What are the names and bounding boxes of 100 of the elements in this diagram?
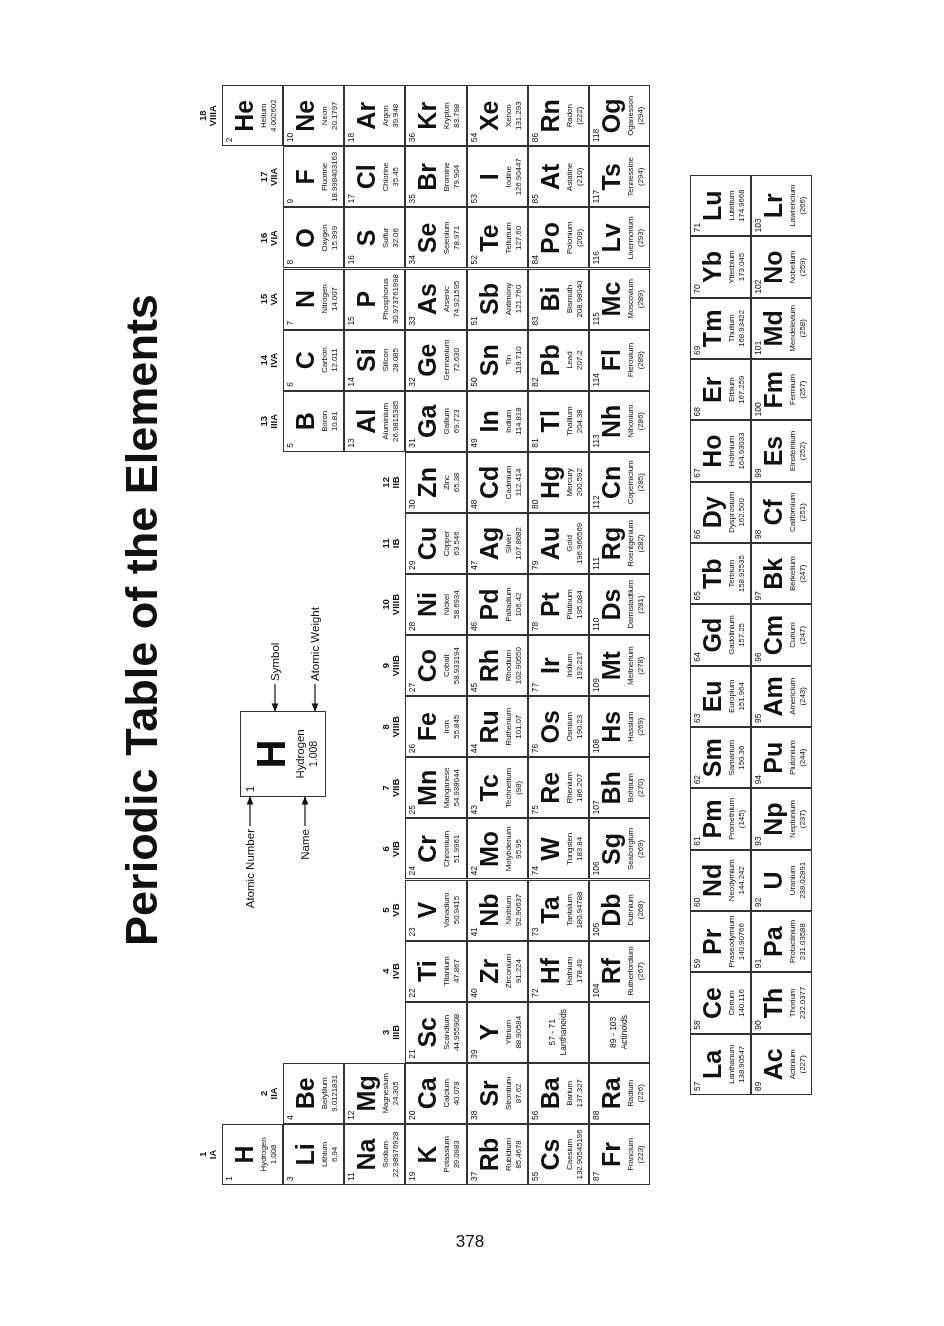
element-name: Niobium (504, 894, 513, 927)
element-cell (466, 1001, 528, 1063)
element-cell (690, 788, 751, 850)
element-cell (466, 696, 528, 758)
element-cell (690, 604, 751, 666)
element-cell (344, 85, 406, 147)
atomic-weight: 35.45 (392, 166, 401, 189)
element-cell (466, 879, 528, 941)
element-symbol: S (354, 228, 380, 249)
element-cell (751, 604, 812, 666)
element-name: Caesium (565, 1138, 574, 1172)
atomic-weight: 91.224 (514, 958, 523, 986)
group-label: VIIIB (391, 654, 402, 679)
element-name: Rhenium (565, 771, 574, 806)
atomic-number: 105 (591, 922, 601, 937)
element-name: Einsteinium (789, 429, 797, 474)
atomic-weight: 30.973761998 (392, 273, 401, 327)
atomic-number: 17 (347, 193, 356, 204)
atomic-number: 81 (530, 438, 540, 448)
element-cell (751, 788, 812, 850)
element-cell (588, 207, 651, 269)
series-name: Lanthanoids (559, 1008, 568, 1058)
atomic-weight: (282) (636, 533, 645, 555)
atomic-weight: 164.93033 (738, 431, 746, 472)
atomic-number: 92 (754, 897, 763, 907)
element-name: Titanium (443, 955, 452, 988)
element-name: Aluminium (382, 402, 391, 442)
atomic-number: 18 (347, 132, 356, 143)
element-symbol: Fe (415, 711, 441, 744)
group-label: VIIIB (391, 593, 402, 618)
element-name: Tennessine (626, 156, 635, 199)
element-cell (283, 1123, 345, 1185)
element-cell (690, 359, 751, 421)
atomic-number: 72 (530, 988, 540, 998)
element-symbol: Ds (598, 587, 624, 621)
atomic-weight: 79.904 (453, 163, 462, 191)
element-cell (344, 329, 406, 391)
element-name: Boron (321, 409, 330, 434)
atomic-weight: 207.2 (575, 349, 584, 372)
atomic-weight: 15.999 (331, 225, 340, 252)
atomic-weight: 9.0121831 (331, 1073, 340, 1114)
atomic-number: 111 (591, 557, 601, 570)
element-cell (588, 696, 651, 758)
atomic-number: 52 (469, 255, 479, 265)
element-name: Mendelevium (789, 304, 797, 354)
atomic-number: 27 (408, 682, 417, 693)
atomic-number: 43 (469, 804, 479, 815)
atomic-number: 68 (693, 406, 702, 417)
element-cell (405, 696, 467, 758)
element-cell (527, 451, 589, 513)
atomic-weight: 204.38 (575, 408, 584, 436)
element-symbol: Cd (476, 464, 502, 500)
element-name: Chromium (443, 829, 452, 869)
atomic-number: 39 (469, 1049, 479, 1059)
atomic-weight: (243) (799, 686, 807, 708)
element-cell (588, 757, 651, 819)
arrow (301, 796, 309, 827)
element-symbol: Po (537, 221, 563, 255)
element-symbol: W (537, 836, 563, 863)
element-cell (466, 451, 528, 513)
element-name: Lithium (321, 1140, 330, 1169)
group-label: VB (391, 902, 402, 919)
atomic-weight: 58.933194 (453, 646, 462, 687)
atomic-weight: 20.1797 (331, 100, 340, 132)
atomic-number: 66 (693, 529, 702, 540)
element-symbol: Hf (537, 956, 563, 987)
element-symbol: Dy (700, 495, 725, 530)
element-name: Protactinium (789, 919, 797, 966)
atomic-number: 104 (591, 983, 601, 998)
element-symbol: Al (354, 407, 380, 436)
element-name: Hassium (626, 710, 635, 744)
atomic-weight: (257) (799, 379, 807, 401)
element-name: Thallium (565, 405, 574, 438)
atomic-number: 83 (530, 316, 540, 326)
element-symbol: La (700, 1048, 725, 1081)
element-name: Hydrogen (295, 728, 307, 781)
atomic-number: 79 (530, 560, 540, 570)
element-symbol: Md (761, 309, 786, 347)
element-symbol: Xe (476, 99, 502, 133)
atomic-weight: 95.95 (514, 838, 523, 861)
element-name: Cobalt (443, 653, 452, 679)
atomic-number: 36 (408, 132, 417, 143)
element-name: Beryllium (321, 1076, 330, 1112)
atomic-number: 21 (408, 1049, 417, 1059)
element-name: Californium (789, 491, 797, 535)
element-cell (405, 146, 467, 208)
element-symbol: Ts (598, 162, 624, 191)
element-symbol: Zr (476, 957, 502, 986)
element-symbol: At (537, 162, 563, 193)
atomic-weight: 140.90766 (738, 922, 746, 963)
element-symbol: Ag (476, 525, 502, 561)
element-cell (751, 543, 812, 605)
atomic-weight: (286) (636, 411, 645, 433)
element-symbol: Np (761, 801, 786, 837)
element-name: Terbium (728, 558, 736, 590)
element-cell (751, 1033, 812, 1095)
element-symbol: Ge (415, 342, 441, 377)
atomic-number: 32 (408, 377, 417, 387)
atomic-weight: 196.966569 (575, 521, 584, 567)
element-symbol: Te (476, 223, 502, 254)
